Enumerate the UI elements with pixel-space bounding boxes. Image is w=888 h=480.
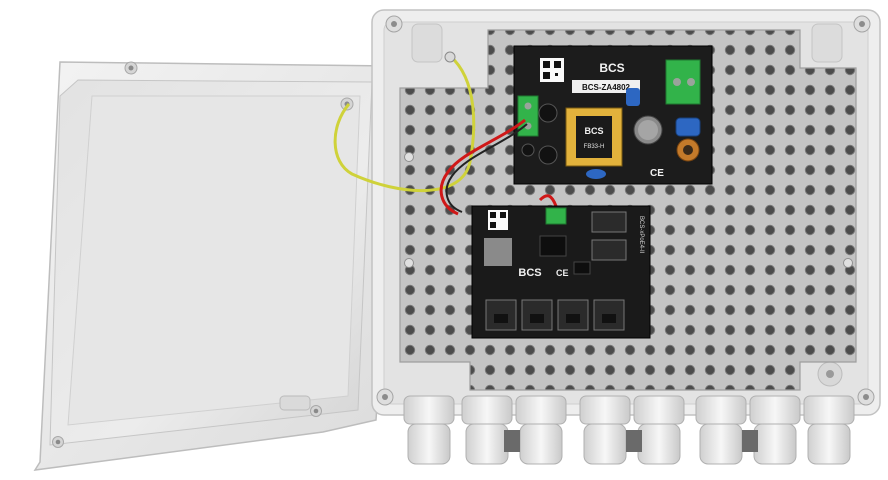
ce-mark-icon: CE <box>556 268 569 278</box>
rj45-port-icon[interactable] <box>591 239 627 261</box>
cable-gland-icon <box>803 395 855 465</box>
svg-text:BCS: BCS <box>584 126 603 136</box>
cable-gland-icon <box>403 395 455 465</box>
mounting-screw-icon <box>843 258 853 268</box>
cable-gland-icon <box>749 395 801 465</box>
cable-gland-icon <box>461 395 513 465</box>
cable-glands <box>403 395 855 465</box>
cable-gland-icon <box>633 395 685 465</box>
cable-gland-icon <box>515 395 567 465</box>
poe-switch-board: BCS CE BCS-xPoE4-II <box>471 205 651 339</box>
ground-wire <box>333 54 476 193</box>
mounting-screw-icon <box>385 15 403 33</box>
qr-code-icon <box>540 58 564 82</box>
mounting-screw-icon <box>404 152 414 162</box>
psu-output-terminal <box>517 95 539 137</box>
qr-code-icon <box>488 210 508 230</box>
ce-mark-icon: CE <box>650 168 664 179</box>
mounting-screw-icon <box>52 436 64 448</box>
cable-gland-icon <box>695 395 747 465</box>
rj45-port-icon[interactable] <box>591 211 627 233</box>
psu-model-label: BCS-ZA4802 <box>582 83 631 92</box>
switch-brand-label: BCS <box>518 267 541 279</box>
psu-board: BCS BCS-ZA4802 BCS FB33-H CE <box>513 45 713 185</box>
dc-power-cable <box>439 118 526 216</box>
mounting-screw-icon <box>404 258 414 268</box>
mounting-screw-icon <box>857 388 875 406</box>
switch-power-terminal <box>545 207 567 225</box>
mounting-screw-icon <box>310 405 322 417</box>
svg-text:FB33-H: FB33-H <box>584 144 605 150</box>
mounting-screw-icon <box>124 61 138 75</box>
mounting-screw-icon <box>853 15 871 33</box>
psu-brand-label: BCS <box>599 61 624 75</box>
psu-transformer: BCS FB33-H <box>565 107 623 167</box>
cable-gland-icon <box>579 395 631 465</box>
mounting-screw-icon <box>376 388 394 406</box>
enclosure-lid <box>33 61 395 471</box>
switch-side-label: BCS-xPoE4-II <box>638 216 644 254</box>
